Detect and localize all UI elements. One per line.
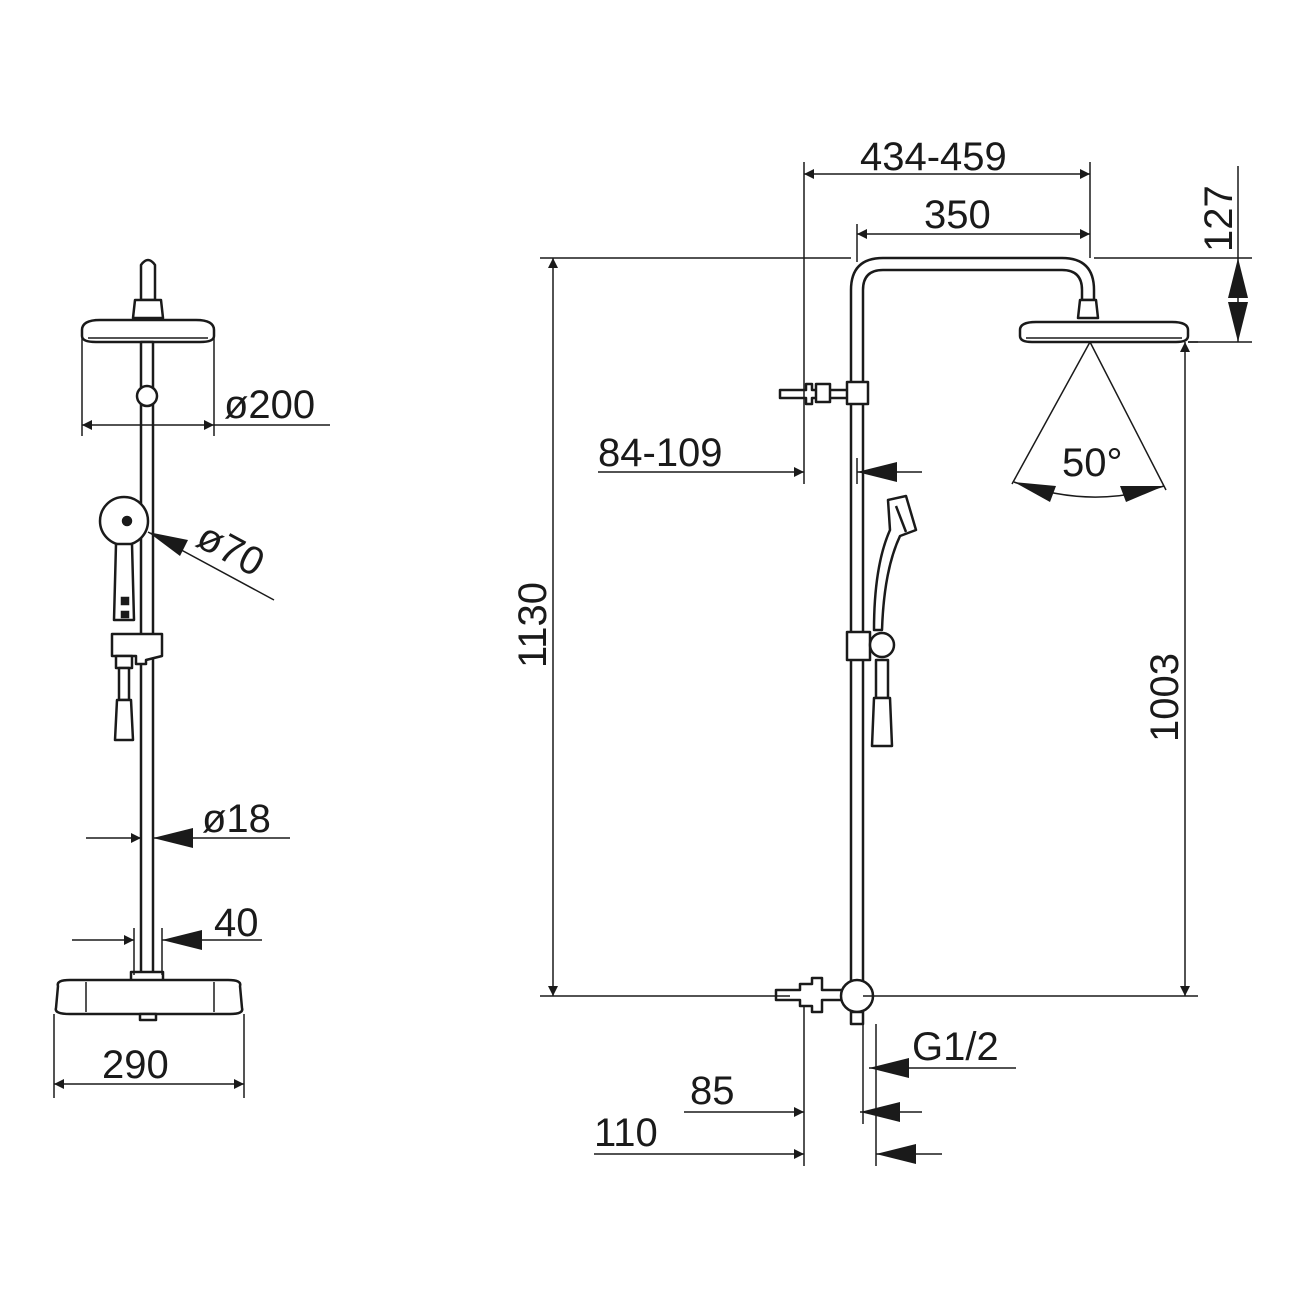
rail-spacing-label: 40	[214, 901, 259, 945]
side-dimensions: 434-459 350 127 84-109 1130 1003 G1/2	[511, 135, 1252, 1166]
front-view	[54, 258, 244, 1022]
head-drop-label: 127	[1197, 185, 1241, 252]
side-head-connector	[1076, 298, 1100, 320]
thread-size-label: G1/2	[912, 1025, 999, 1069]
side-slider-holder	[845, 630, 872, 662]
front-thermostat-body	[54, 978, 244, 1016]
thermostat-width-label: 290	[102, 1043, 169, 1087]
front-hose	[117, 666, 131, 702]
spray-cone-left	[1011, 341, 1091, 485]
front-head-neck	[131, 298, 165, 320]
spray-angle-label: 50°	[1062, 441, 1123, 485]
front-bracket-knob	[135, 384, 159, 408]
side-inlet-valve	[774, 976, 848, 1014]
head-height-label: 1003	[1143, 653, 1187, 742]
overall-height-label: 1130	[511, 582, 555, 668]
side-bracket-clamp	[845, 380, 870, 406]
spray-cone-right	[1089, 341, 1167, 491]
bracket-range-label: 84-109	[598, 431, 723, 475]
side-overhead-head	[1018, 320, 1190, 344]
front-hand-shower-handle	[112, 542, 136, 622]
side-slider-knob	[868, 631, 896, 659]
offset-85-label: 85	[690, 1069, 735, 1113]
arm-length-label: 350	[924, 193, 991, 237]
front-top-connector	[139, 258, 157, 302]
front-overhead-head	[80, 318, 216, 344]
projection-label: 434-459	[860, 135, 1007, 179]
side-hose	[874, 658, 890, 700]
offset-110-label: 110	[594, 1111, 658, 1155]
side-hand-shower	[872, 494, 918, 632]
side-riser-arm	[849, 256, 1096, 987]
side-view: 50°	[774, 256, 1190, 1026]
head-diameter-label: ø200	[224, 383, 315, 427]
handshower-diameter-label: ø70	[190, 514, 272, 585]
rail-diameter-label: ø18	[202, 797, 271, 841]
